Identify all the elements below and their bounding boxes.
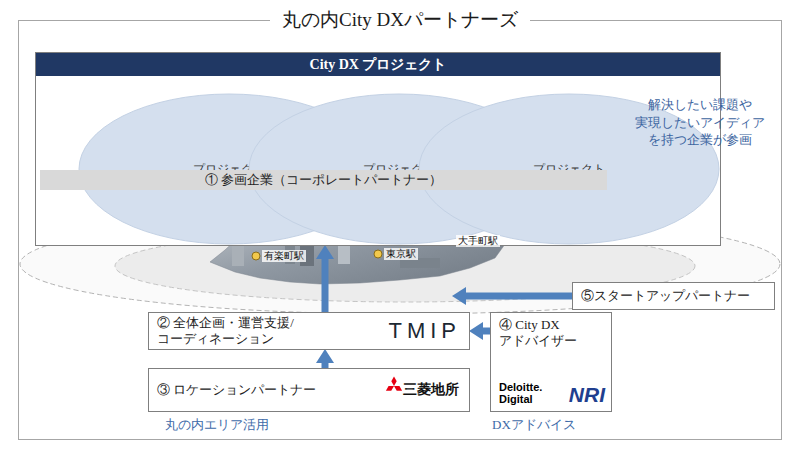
mark-diamond [393, 384, 404, 393]
box-label: ③ ロケーションパートナー [157, 382, 316, 398]
band-label: ① 参画企業（コーポレートパートナー） [205, 172, 442, 188]
startup-arrow-head [452, 287, 466, 305]
flow-arrow [483, 328, 490, 335]
box-label: ④ City DX アドバイザー [499, 317, 583, 350]
group-caption: DXアドバイス [492, 417, 576, 433]
station-label: 有楽町駅 [262, 250, 306, 262]
mark-diamond [385, 384, 396, 393]
mark-diamond [391, 377, 396, 386]
startup-arrow-shaft [466, 293, 572, 300]
mitsubishi-mark [385, 377, 404, 393]
building [232, 244, 244, 266]
label-slot: 解決したい課題や 実現したいアイディア を持つ企業が参画 [622, 96, 778, 149]
advisor-box: ④ City DX アドバイザー Deloitte. Digital NRI [490, 312, 612, 412]
side-note: 解決したい課題や 実現したいアイディア を持つ企業が参画 [622, 96, 778, 149]
partners-frame: 丸の内City DXパートナーズCity DX プロジェクトプロジェクトプロジェ… [18, 20, 782, 440]
partner-box: ⑤スタートアップパートナー [572, 282, 775, 310]
box-label: ② 全体企画・運営支援/ コーディネーション [157, 315, 307, 348]
flow-arrow [322, 259, 329, 312]
project-heading: City DX プロジェクト [36, 53, 720, 76]
frame-title: 丸の内City DXパートナーズ [270, 8, 530, 32]
label-slot: 丸の内エリア活用 [165, 417, 269, 433]
participant-band: ① 参画企業（コーポレートパートナー） [40, 170, 607, 190]
group-caption: 丸の内エリア活用 [165, 417, 269, 433]
partner-box: ② 全体企画・運営支援/ コーディネーション TMIP [148, 312, 470, 350]
station-label: 東京駅 [384, 248, 418, 260]
label-slot: 大手町駅 [456, 235, 500, 247]
station-icon [252, 252, 260, 260]
company-logo: TMIP [388, 317, 461, 345]
label-slot: 東京駅 [384, 248, 418, 260]
company-logo: Deloitte. Digital [499, 381, 542, 405]
partner-box: ③ ロケーションパートナー 三菱地所 [148, 368, 470, 412]
station-label: 大手町駅 [456, 235, 500, 247]
station-icon [374, 250, 382, 258]
label-slot: 有楽町駅 [262, 250, 306, 262]
project-box: City DX プロジェクトプロジェクトプロジェクトプロジェクト① 参画企業（コ… [35, 52, 721, 246]
company-logo: NRI [569, 384, 605, 405]
box-label: ⑤スタートアップパートナー [581, 288, 750, 304]
company-logo: 三菱地所 [403, 381, 459, 399]
label-slot: DXアドバイス [492, 417, 576, 433]
